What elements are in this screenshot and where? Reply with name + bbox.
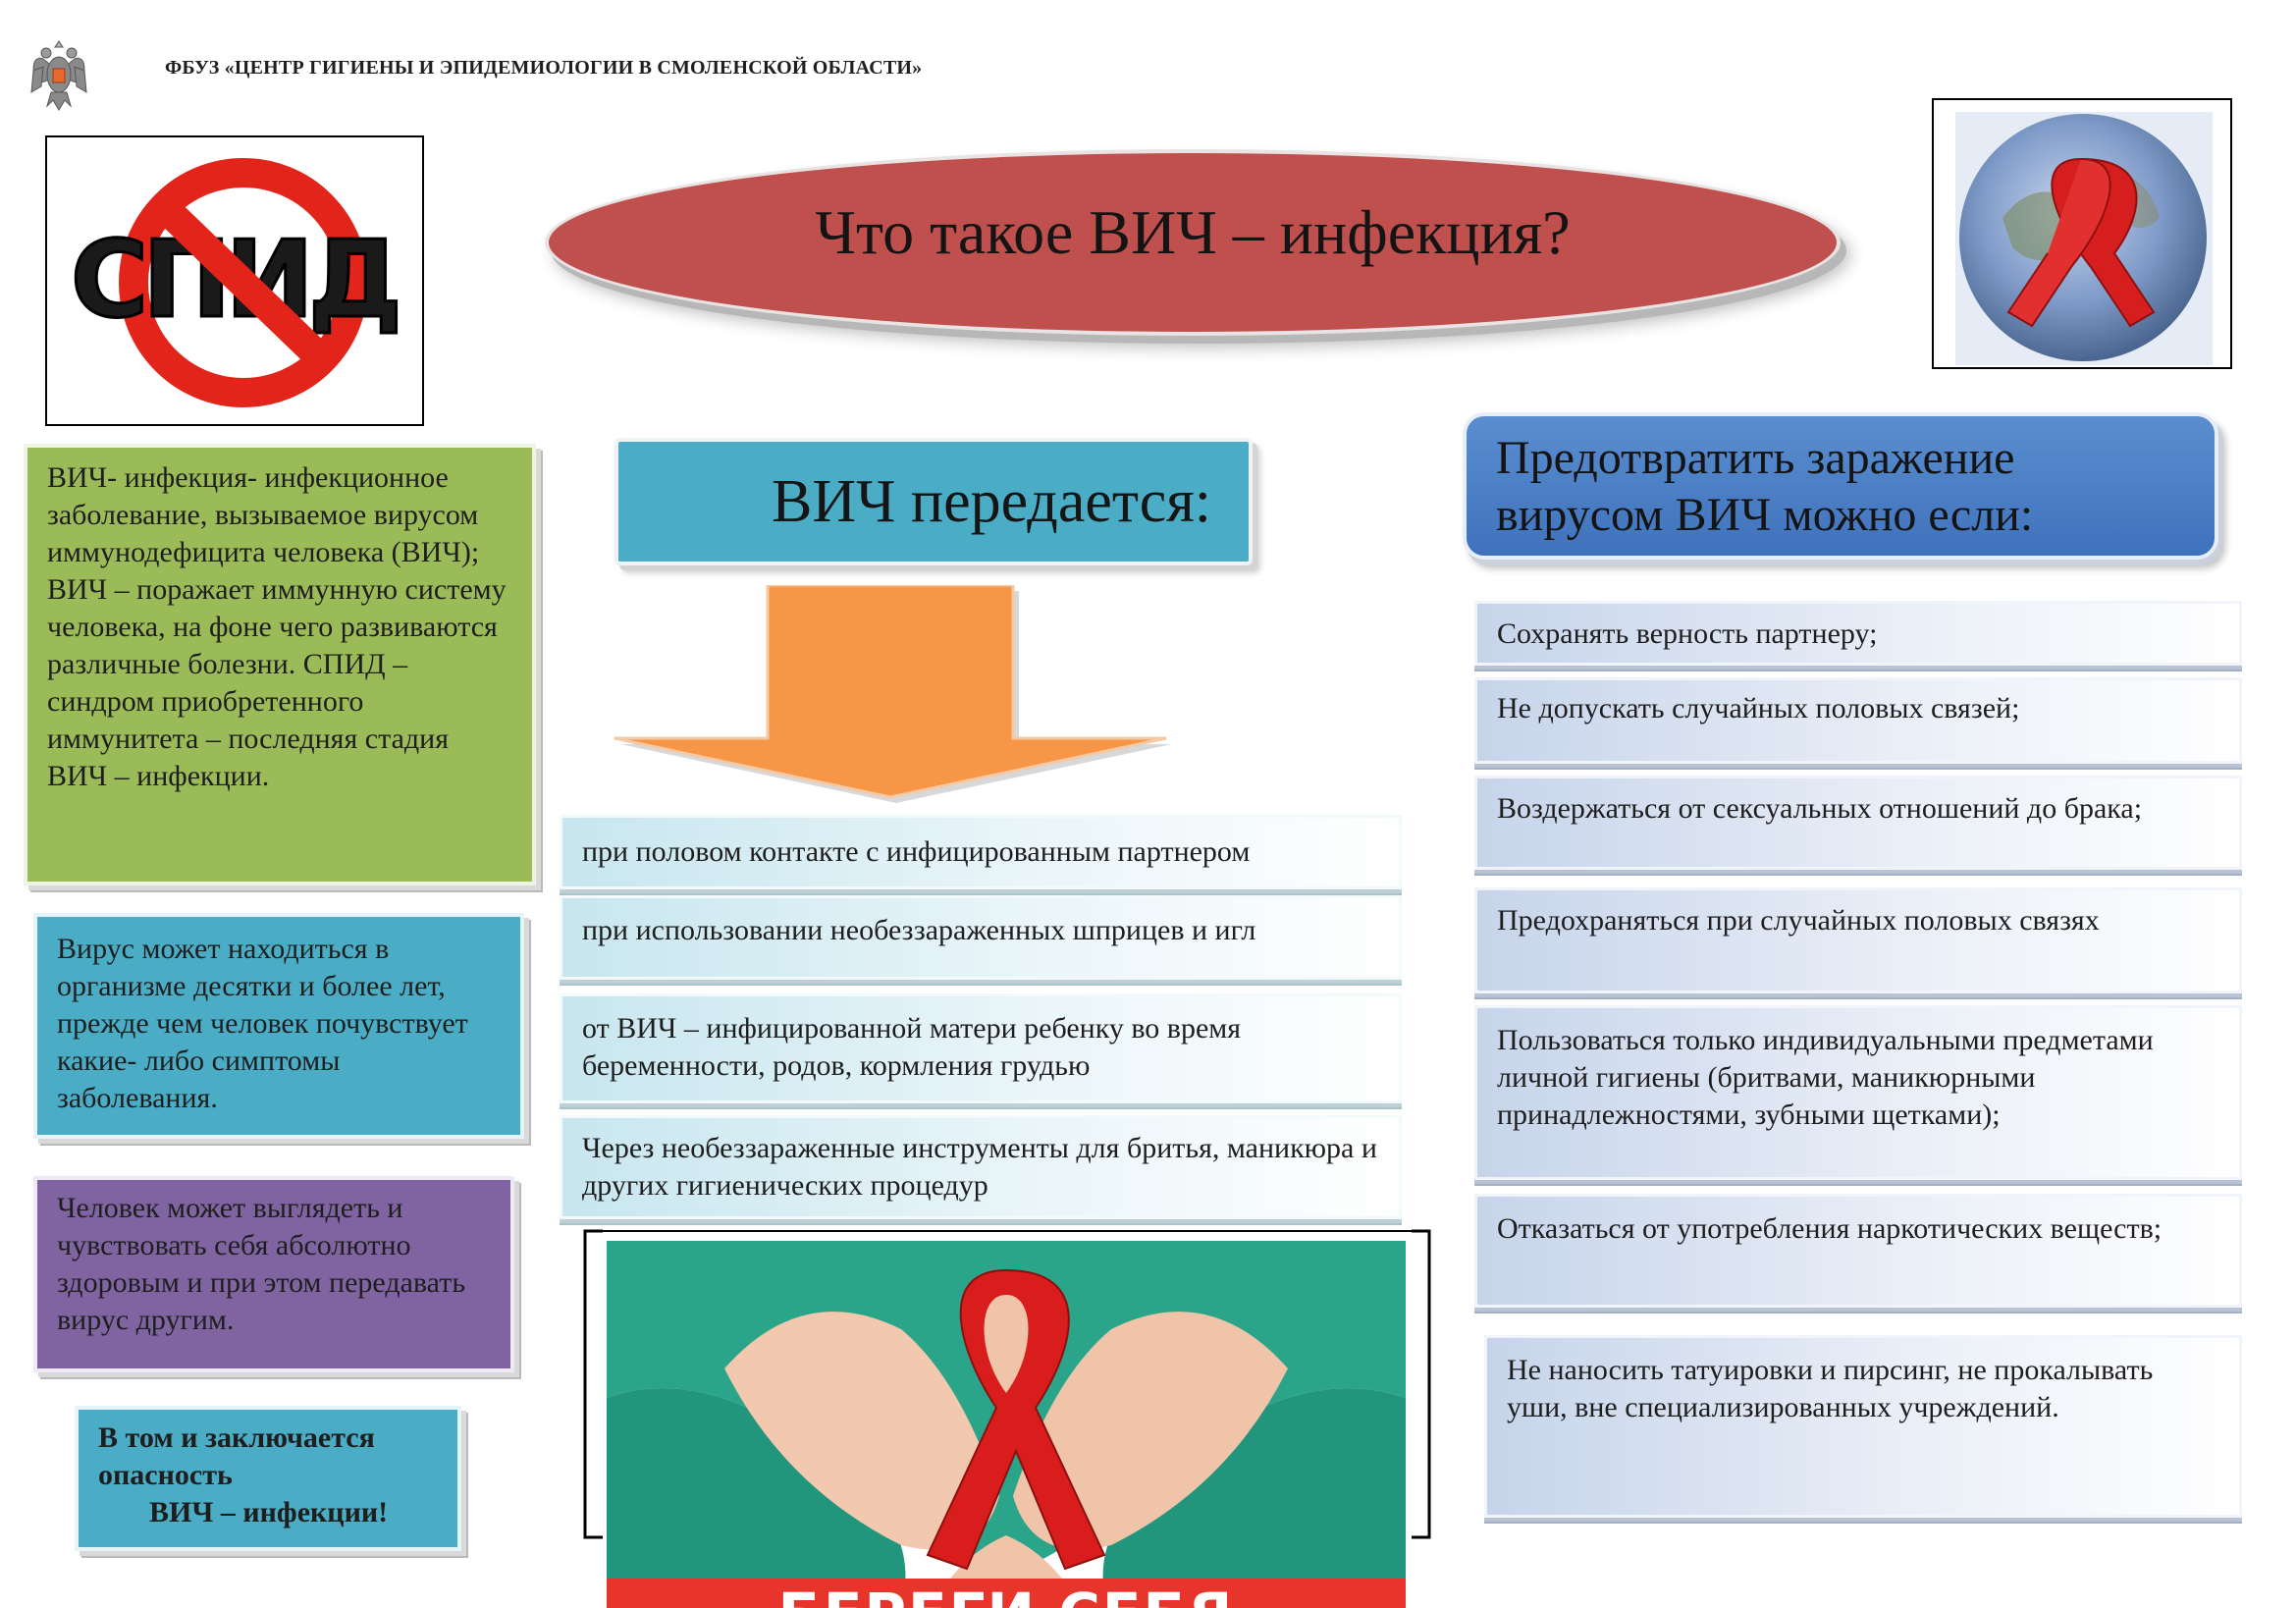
banner: БЕРЕГИ СЕБЯ [607, 1579, 1406, 1608]
transmission-item: от ВИЧ – инфицированной матери ребенку в… [560, 993, 1402, 1103]
hiv-definition-card: ВИЧ- инфекция- инфекционное заболевание,… [24, 444, 536, 885]
organization-name: ФБУЗ «ЦЕНТР ГИГИЕНЫ И ЭПИДЕМИОЛОГИИ В СМ… [165, 57, 923, 79]
prevention-item: Пользоваться только индивидуальными пред… [1474, 1005, 2242, 1180]
ribbon-globe-logo [1932, 98, 2232, 369]
prevention-item: Отказаться от употребления наркотических… [1474, 1194, 2242, 1308]
transmission-item: при использовании необеззараженных шприц… [560, 895, 1402, 980]
danger-line-2: опасность [98, 1459, 233, 1491]
transmission-heading-box: ВИЧ передается: [614, 438, 1253, 565]
photo-frame [583, 1229, 1431, 1539]
prevention-item: Не наносить татуировки и пирсинг, не про… [1484, 1335, 2242, 1518]
asymptomatic-carrier-text: Человек может выглядеть и чувствовать се… [57, 1192, 466, 1336]
eagle-emblem-icon [29, 31, 88, 115]
title-ellipse: Что такое ВИЧ – инфекция? [545, 149, 1841, 336]
transmission-item: Через необеззараженные инструменты для б… [560, 1115, 1402, 1219]
prevention-heading-line-1: Предотвратить заражение [1496, 432, 2015, 484]
transmission-item: при половом контакте с инфицированным па… [560, 815, 1402, 889]
page-title: Что такое ВИЧ – инфекция? [815, 197, 1571, 267]
danger-card: В том и заключается опасность ВИЧ – инфе… [75, 1406, 461, 1551]
hands-with-ribbon-image [607, 1241, 1406, 1608]
down-arrow-icon [609, 583, 1184, 809]
danger-line-3: ВИЧ – инфекции! [149, 1496, 389, 1528]
prevention-item: Не допускать случайных половых связей; [1474, 677, 2242, 764]
prevention-heading-box: Предотвратить заражение вирусом ВИЧ можн… [1463, 412, 2218, 560]
no-aids-logo: СПИД [45, 135, 424, 426]
virus-latency-card: Вирус может находиться в организме десят… [33, 913, 524, 1139]
prevention-item: Сохранять верность партнеру; [1474, 601, 2242, 666]
danger-line-1: В том и заключается [98, 1421, 375, 1454]
prevention-heading-line-2: вирусом ВИЧ можно если: [1496, 489, 2034, 541]
prevention-item: Предохраняться при случайных половых свя… [1474, 887, 2242, 993]
prevention-item: Воздержаться от сексуальных отношений до… [1474, 776, 2242, 870]
asymptomatic-carrier-card: Человек может выглядеть и чувствовать се… [33, 1176, 514, 1372]
transmission-heading: ВИЧ передается: [771, 467, 1211, 535]
banner-text: БЕРЕГИ СЕБЯ [607, 1581, 1406, 1608]
